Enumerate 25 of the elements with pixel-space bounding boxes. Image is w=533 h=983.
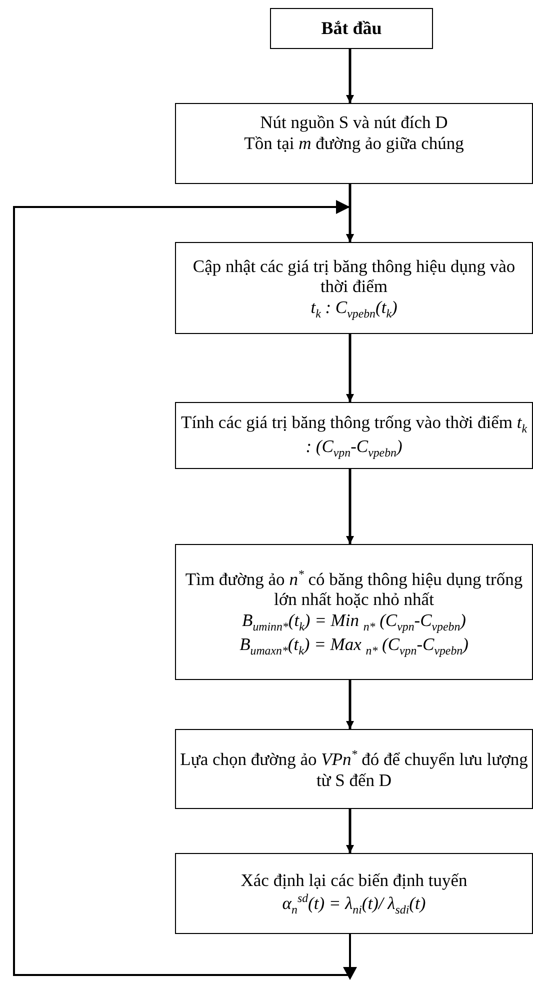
start-box [270, 8, 433, 49]
box-text: Tìm đường ảo n$^{*}$ có băng thông hiệu dụng trống lớn nhất hoặc nhỏ nhất [184, 566, 524, 610]
box-text: B$_{umaxn*}$(t$_{k}$) = Max $_{n*}$ (C$_{vpn}$-C$_{vpebn}$) [240, 634, 468, 658]
box-text: Bắt đầu [321, 18, 382, 40]
process-box [175, 103, 533, 184]
box-text: Xác định lại các biến định tuyến [240, 870, 468, 892]
arrow [346, 184, 354, 242]
process-box [175, 729, 533, 809]
box-text: Tính các giá trị băng thông trống vào thời điểm t$_{k}$ : (C$_{vpn}$-C$_{vpebn}$) [180, 412, 528, 460]
process-box [175, 402, 533, 469]
process-box [175, 544, 533, 680]
box-text: B$_{uminn*}$(t$_{k}$) = Min $_{n*}$ (C$_{vpn}$-C$_{vpebn}$) [242, 610, 466, 634]
arrow [346, 809, 354, 853]
loop-back-arrow [13, 200, 357, 980]
arrow [346, 334, 354, 402]
process-box [175, 853, 533, 934]
box-text: Nút nguồn S và nút đích D [260, 112, 448, 133]
arrow [346, 49, 354, 103]
box-text: α$_{n}$$^{sd}$(t) = λ$_{ni}$(t)/ λ$_{sdi}$(t) [282, 891, 426, 916]
process-box [175, 242, 533, 334]
box-text: Lựa chọn đường ảo VPn$^{*}$ đó để chuyển lưu lượng từ S đến D [179, 747, 529, 791]
box-text: Tồn tại m đường ảo giữa chúng [244, 132, 464, 154]
box-text: t$_{k}$ : C$_{vpebn}$(t$_{k}$) [310, 296, 398, 320]
arrow [346, 469, 354, 544]
arrow [346, 680, 354, 729]
